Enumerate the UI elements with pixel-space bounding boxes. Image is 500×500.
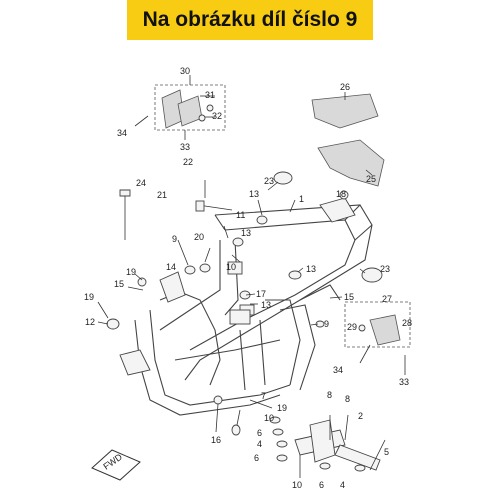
callout-4-a: 4 (257, 439, 262, 449)
callout-27: 27 (382, 294, 392, 304)
fwd-arrow: FWD (91, 449, 141, 481)
callout-16: 16 (211, 435, 221, 445)
callout-31: 31 (205, 90, 215, 100)
callout-13-d: 13 (261, 300, 271, 310)
callout-14: 14 (166, 262, 176, 272)
rubber-mount-23 (361, 267, 383, 283)
rear-bracket (319, 197, 356, 223)
callout-20: 20 (194, 232, 204, 242)
callout-15-left: 15 (114, 279, 124, 289)
rubber-mount-13-top (273, 171, 293, 185)
callout-1: 1 (299, 194, 304, 204)
callout-7: 7 (261, 391, 266, 401)
bracket-14 (159, 271, 186, 303)
engine-mount-link (269, 414, 386, 478)
callout-18: 18 (336, 189, 346, 199)
callout-13-b: 13 (241, 228, 251, 238)
callout-9-left: 9 (172, 234, 177, 244)
banner-text: Na obrázku díl číslo 9 (142, 8, 358, 31)
callout-13-a: 13 (249, 189, 259, 199)
callout-23-top: 23 (264, 176, 274, 186)
callout-8-b: 8 (345, 394, 350, 404)
callout-10-bottom: 10 (292, 480, 302, 490)
callout-10-upper: 10 (226, 262, 236, 272)
main-frame (119, 197, 373, 416)
callout-32: 32 (212, 111, 222, 121)
callout-6-c: 6 (319, 480, 324, 490)
callout-34-top: 34 (117, 128, 127, 138)
callout-24: 24 (136, 178, 146, 188)
callout-5: 5 (384, 447, 389, 457)
callout-12: 12 (85, 317, 95, 327)
callout-19-a: 19 (126, 267, 136, 277)
callout-6-a: 6 (257, 428, 262, 438)
callout-15-right: 15 (344, 292, 354, 302)
callout-17: 17 (256, 289, 266, 299)
callout-30: 30 (180, 66, 190, 76)
callout-13-c: 13 (306, 264, 316, 274)
callout-10-mid: 10 (264, 413, 274, 423)
right-footrest-group (344, 301, 411, 375)
callout-29: 29 (347, 322, 357, 332)
part-number-banner: Na obrázku díl číslo 9 (127, 0, 373, 40)
callout-4-b: 4 (340, 480, 345, 490)
callout-21: 21 (157, 190, 167, 200)
callout-8-a: 8 (327, 390, 332, 400)
cover-25 (317, 139, 385, 187)
callout-22: 22 (183, 157, 193, 167)
callout-6-b: 6 (254, 453, 259, 463)
footrest-bracket-group (134, 75, 226, 140)
callout-19-c: 19 (277, 403, 287, 413)
callout-26: 26 (340, 82, 350, 92)
callout-23-right: 23 (380, 264, 390, 274)
callout-11: 11 (236, 210, 245, 220)
rear-cover-group (311, 92, 385, 187)
nut-9 (184, 265, 196, 275)
callout-19-b: 19 (84, 292, 94, 302)
callout-34-bottom: 34 (333, 365, 343, 375)
callout-9-right: 9 (324, 319, 329, 329)
callout-25: 25 (366, 174, 376, 184)
callout-33-bottom: 33 (399, 377, 409, 387)
bolt-32 (198, 114, 206, 122)
callout-labels: 30 31 32 33 34 26 25 22 24 21 13 23 1 18… (84, 66, 412, 490)
callout-28: 28 (402, 318, 412, 328)
bolt-31 (206, 104, 214, 112)
callout-33-top: 33 (180, 142, 190, 152)
front-bracket (119, 349, 151, 376)
callout-2: 2 (358, 411, 363, 421)
cover-26 (311, 93, 379, 129)
